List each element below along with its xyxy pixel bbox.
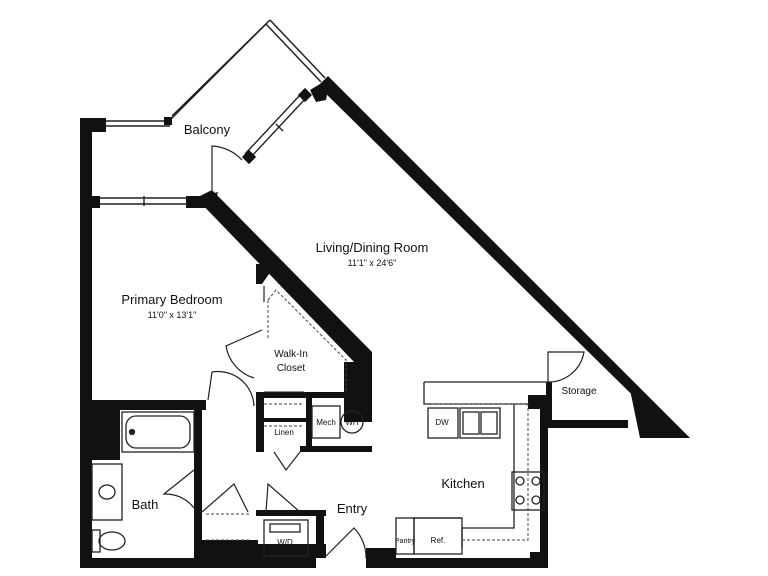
balcony-label: Balcony bbox=[183, 122, 231, 137]
water-heater-label: WH bbox=[345, 418, 359, 427]
bedroom-window bbox=[100, 196, 188, 206]
mech-closet bbox=[311, 405, 364, 439]
entry-label: Entry bbox=[336, 501, 368, 516]
exterior-walls bbox=[80, 76, 690, 568]
washer-dryer bbox=[263, 519, 309, 557]
living-dining-label: Living/Dining Room bbox=[315, 240, 429, 255]
mech-label: Mech bbox=[316, 418, 336, 427]
kitchen-label: Kitchen bbox=[441, 476, 485, 491]
linen-label: Linen bbox=[274, 428, 294, 437]
closet-shelves bbox=[206, 289, 347, 541]
primary-bedroom-label: Primary Bedroom bbox=[121, 292, 223, 307]
living-dining-dims: 11'1" x 24'6" bbox=[347, 258, 397, 268]
refrigerator-label: Ref. bbox=[430, 536, 446, 545]
primary-bedroom-dims: 11'0" x 13'1" bbox=[147, 310, 197, 320]
pantry-label: Pantry bbox=[394, 538, 416, 545]
balcony-sliding-door bbox=[244, 93, 307, 159]
balcony-railing bbox=[106, 19, 326, 127]
storage-label: Storage bbox=[561, 386, 597, 397]
walk-in-closet-label-line2: Closet bbox=[276, 363, 306, 374]
door-swings bbox=[162, 145, 585, 559]
bath-label: Bath bbox=[131, 497, 159, 512]
walk-in-closet-label-line1: Walk-In bbox=[274, 349, 308, 360]
bath-fixtures bbox=[91, 411, 195, 553]
interior-walls bbox=[86, 190, 628, 566]
washer-dryer-label: W/D bbox=[277, 538, 293, 547]
dishwasher-label: DW bbox=[435, 418, 449, 427]
